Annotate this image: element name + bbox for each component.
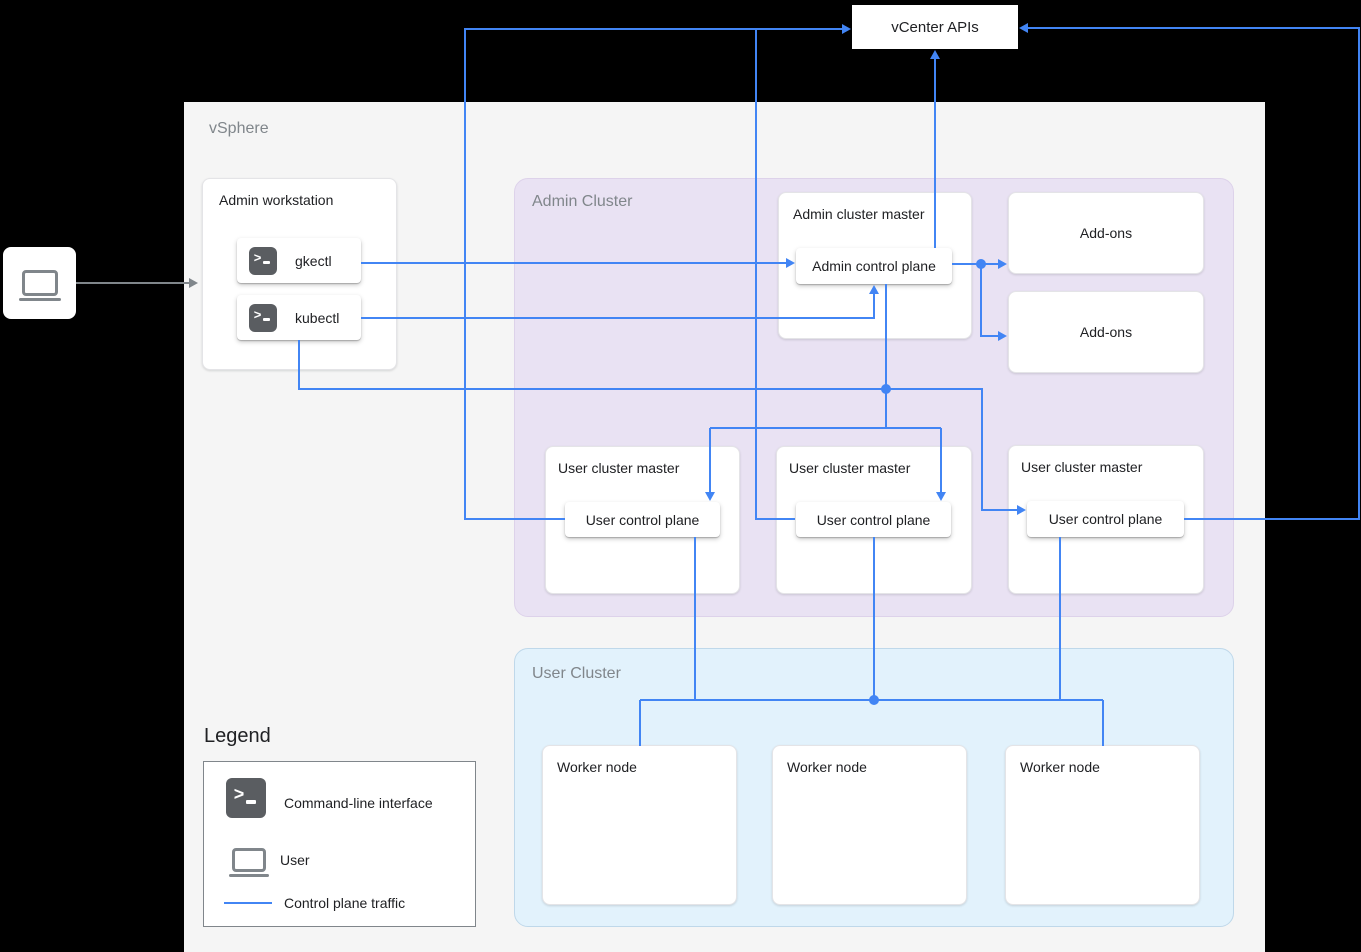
user-control-plane-label: User control plane bbox=[1048, 511, 1163, 527]
gkectl-chip: > gkectl bbox=[237, 238, 361, 283]
user-control-plane-chip-2: User control plane bbox=[796, 502, 951, 537]
worker-node-card-2: Worker node bbox=[772, 745, 967, 905]
legend-box: > Command-line interface User Control pl… bbox=[203, 761, 476, 927]
vsphere-label: vSphere bbox=[209, 120, 269, 137]
vcenter-apis-label: vCenter APIs bbox=[891, 18, 979, 36]
user-control-plane-label: User control plane bbox=[585, 511, 700, 528]
user-laptop-icon bbox=[18, 270, 61, 301]
worker-node-label: Worker node bbox=[787, 759, 867, 775]
addons-card-1: Add-ons bbox=[1008, 192, 1204, 274]
terminal-icon: > bbox=[249, 303, 277, 332]
control-plane-line-icon bbox=[224, 902, 272, 904]
kubectl-chip: > kubectl bbox=[237, 295, 361, 340]
user-box bbox=[3, 247, 76, 319]
user-control-plane-label: User control plane bbox=[816, 511, 931, 528]
terminal-icon: > bbox=[226, 778, 266, 818]
worker-node-card-3: Worker node bbox=[1005, 745, 1200, 905]
admin-control-plane-label: Admin control plane bbox=[812, 258, 936, 274]
user-control-plane-chip-1: User control plane bbox=[565, 502, 720, 537]
addons-label: Add-ons bbox=[1079, 225, 1133, 241]
user-cluster-master-title: User cluster master bbox=[1021, 459, 1143, 475]
legend-user-label: User bbox=[280, 852, 310, 868]
worker-node-card-1: Worker node bbox=[542, 745, 737, 905]
user-control-plane-chip-3: User control plane bbox=[1027, 501, 1184, 537]
worker-node-label: Worker node bbox=[1020, 759, 1100, 775]
terminal-icon: > bbox=[249, 246, 277, 275]
user-cluster-master-title: User cluster master bbox=[789, 460, 911, 476]
admin-cluster-label: Admin Cluster bbox=[532, 193, 633, 210]
admin-cluster-master-title: Admin cluster master bbox=[793, 206, 925, 222]
addons-label: Add-ons bbox=[1079, 324, 1133, 340]
legend-cli-label: Command-line interface bbox=[284, 795, 433, 811]
gkectl-label: gkectl bbox=[295, 252, 332, 269]
kubectl-label: kubectl bbox=[295, 309, 340, 326]
user-cluster-master-title: User cluster master bbox=[558, 460, 680, 476]
legend-traffic-label: Control plane traffic bbox=[284, 895, 406, 911]
laptop-icon bbox=[229, 848, 269, 877]
admin-workstation-title: Admin workstation bbox=[219, 192, 334, 208]
admin-control-plane-chip: Admin control plane bbox=[796, 248, 952, 284]
user-cluster-label: User Cluster bbox=[532, 665, 621, 682]
addons-card-2: Add-ons bbox=[1008, 291, 1204, 373]
vcenter-apis-box: vCenter APIs bbox=[852, 5, 1018, 49]
legend-title: Legend bbox=[204, 725, 271, 747]
worker-node-label: Worker node bbox=[557, 759, 637, 775]
